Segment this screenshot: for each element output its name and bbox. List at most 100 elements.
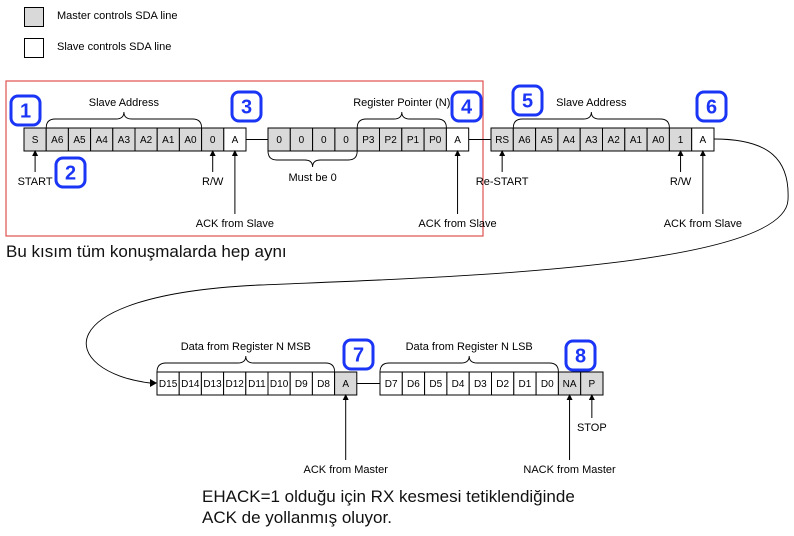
pointer-label: STOP (577, 422, 607, 434)
bit-cell: D10 (267, 371, 291, 396)
brace-above (45, 111, 203, 129)
bit-cell: D2 (491, 371, 515, 396)
bit-cell-label: D6 (407, 379, 420, 390)
bit-cell: A1 (156, 127, 180, 152)
bit-cell: A5 (67, 127, 92, 152)
bit-cell-label: A0 (184, 135, 197, 146)
bit-cell: A2 (134, 127, 158, 152)
bit-cell: P1 (401, 127, 425, 152)
pointer-label: ACK from Slave (664, 218, 742, 230)
bit-cell-label: D7 (385, 379, 398, 390)
step-badge-number: 8 (575, 346, 586, 368)
bit-cell-label: A6 (51, 135, 64, 146)
bit-cell-label: RS (495, 135, 509, 146)
bit-cell: A (445, 127, 470, 152)
step-badge-frame (342, 338, 375, 371)
step-badge-2: 2 (54, 156, 87, 189)
step-badge-7: 7 (342, 338, 375, 371)
bit-cell-label: A (454, 135, 461, 146)
bit-cell: D15 (156, 371, 180, 396)
bit-cell-label: D11 (248, 379, 266, 390)
step-badge-number: 7 (353, 345, 364, 367)
pointer-label: ACK from Slave (196, 218, 274, 230)
step-badge-number: 2 (65, 163, 76, 185)
bit-cell-label: A (700, 135, 707, 146)
step-badge-4: 4 (450, 90, 483, 123)
common-part-note: Bu kısım tüm konuşmalarda hep aynı (6, 242, 287, 261)
bit-cell-label: A1 (162, 135, 175, 146)
bit-cell: P3 (356, 127, 381, 152)
bit-cell-label: A2 (140, 135, 153, 146)
step-badge-number: 6 (706, 97, 717, 119)
bit-cell: A2 (602, 127, 626, 152)
bit-cell-label: A (232, 135, 239, 146)
bit-cell-label: P (589, 379, 596, 390)
ehack-note-line-1: EHACK=1 olduğu için RX kesmesi tetiklend… (202, 487, 575, 506)
bit-cell-label: D8 (317, 379, 330, 390)
bit-cell: A1 (624, 127, 648, 152)
bit-cell: S (23, 127, 47, 152)
step-badge-6: 6 (695, 90, 728, 123)
brace-below (267, 150, 358, 168)
bit-cell-label: P3 (362, 135, 375, 146)
bit-cell: A6 (45, 127, 69, 152)
brace-above (379, 355, 559, 373)
bit-cell-label: A3 (585, 135, 598, 146)
pointer-label: START (18, 176, 53, 188)
bit-cell: D4 (446, 371, 470, 396)
bit-cell: RS (490, 127, 514, 152)
bit-cell-label: 0 (343, 135, 349, 146)
bit-cell-label: D14 (181, 379, 200, 390)
step-badge-number: 3 (241, 97, 252, 119)
bit-cell-label: D5 (429, 379, 442, 390)
bit-cell: D3 (468, 371, 493, 396)
bit-cell: A (691, 127, 715, 152)
bit-cell: 0 (334, 127, 358, 152)
bit-cell-label: D4 (452, 379, 465, 390)
bit-cell-label: A (342, 379, 349, 390)
bit-cell: 0 (201, 127, 225, 152)
step-badge-1: 1 (9, 94, 42, 127)
step-badge-frame (695, 90, 728, 123)
brace-above (156, 355, 336, 373)
step-badge-frame (450, 90, 483, 123)
bit-cell: D13 (200, 371, 225, 396)
bit-cell: A0 (178, 127, 203, 152)
bit-cell: A4 (90, 127, 114, 152)
field-label: Slave Address (89, 97, 160, 109)
step-badge-number: 5 (522, 91, 533, 113)
bit-cell: A (223, 127, 247, 152)
bit-cell-label: D12 (226, 379, 245, 390)
bit-cell: A5 (535, 127, 559, 152)
bit-cell-label: D15 (159, 379, 178, 390)
step-badge-frame (230, 90, 263, 123)
bit-cell-label: S (32, 135, 39, 146)
bit-cell-label: A4 (96, 135, 109, 146)
bit-cell-label: P0 (429, 135, 442, 146)
bit-cell: D0 (535, 371, 559, 396)
legend-slave-label: Slave controls SDA line (57, 41, 172, 53)
bit-cell-label: 0 (276, 135, 282, 146)
bit-cell: NA (557, 371, 582, 396)
field-label: Data from Register N MSB (181, 341, 311, 353)
brace-above (512, 111, 670, 129)
bit-cell: 1 (668, 127, 693, 152)
bit-cell: 0 (312, 127, 336, 152)
bit-cell-label: A0 (652, 135, 665, 146)
bit-cell-label: D10 (270, 379, 289, 390)
bit-cell: A6 (512, 127, 537, 152)
pointer-label: ACK from Slave (418, 218, 496, 230)
bit-cell: D11 (245, 371, 269, 396)
bit-cell: P (580, 371, 604, 396)
bit-cell: D12 (223, 371, 247, 396)
bit-cell: D9 (289, 371, 313, 396)
bit-cell-label: 0 (299, 135, 305, 146)
bit-cell: A3 (579, 127, 604, 152)
bit-cell-label: D0 (541, 379, 554, 390)
bit-cell-label: D3 (474, 379, 487, 390)
